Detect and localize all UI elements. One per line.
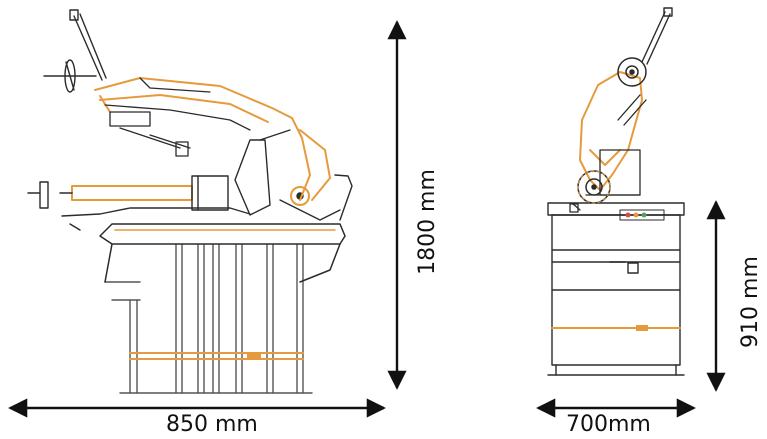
side-stand-band xyxy=(129,352,304,360)
front-cabinet xyxy=(547,202,685,376)
side-saw-arm xyxy=(94,77,331,201)
front-head-detail xyxy=(585,94,647,196)
side-vise xyxy=(27,175,251,231)
table-height-label: 910 mm xyxy=(738,256,763,348)
front-vise xyxy=(569,202,581,213)
front-width-label: 700mm xyxy=(566,412,651,437)
side-base-tray xyxy=(99,223,346,283)
side-handwheel xyxy=(43,59,97,93)
front-cabinet-band xyxy=(551,325,681,331)
side-width-label: 850 mm xyxy=(166,412,258,437)
front-lower-wheel xyxy=(577,170,611,204)
front-lever xyxy=(641,7,673,65)
front-upper-wheel xyxy=(617,57,647,87)
side-column xyxy=(234,139,353,221)
side-arm-detail xyxy=(104,77,291,157)
overall-height-label: 1800 mm xyxy=(415,169,440,275)
front-view-machine xyxy=(547,7,685,376)
side-stand xyxy=(104,244,313,394)
side-lever xyxy=(69,9,107,81)
front-controls xyxy=(619,209,665,221)
side-view-machine xyxy=(27,9,353,394)
